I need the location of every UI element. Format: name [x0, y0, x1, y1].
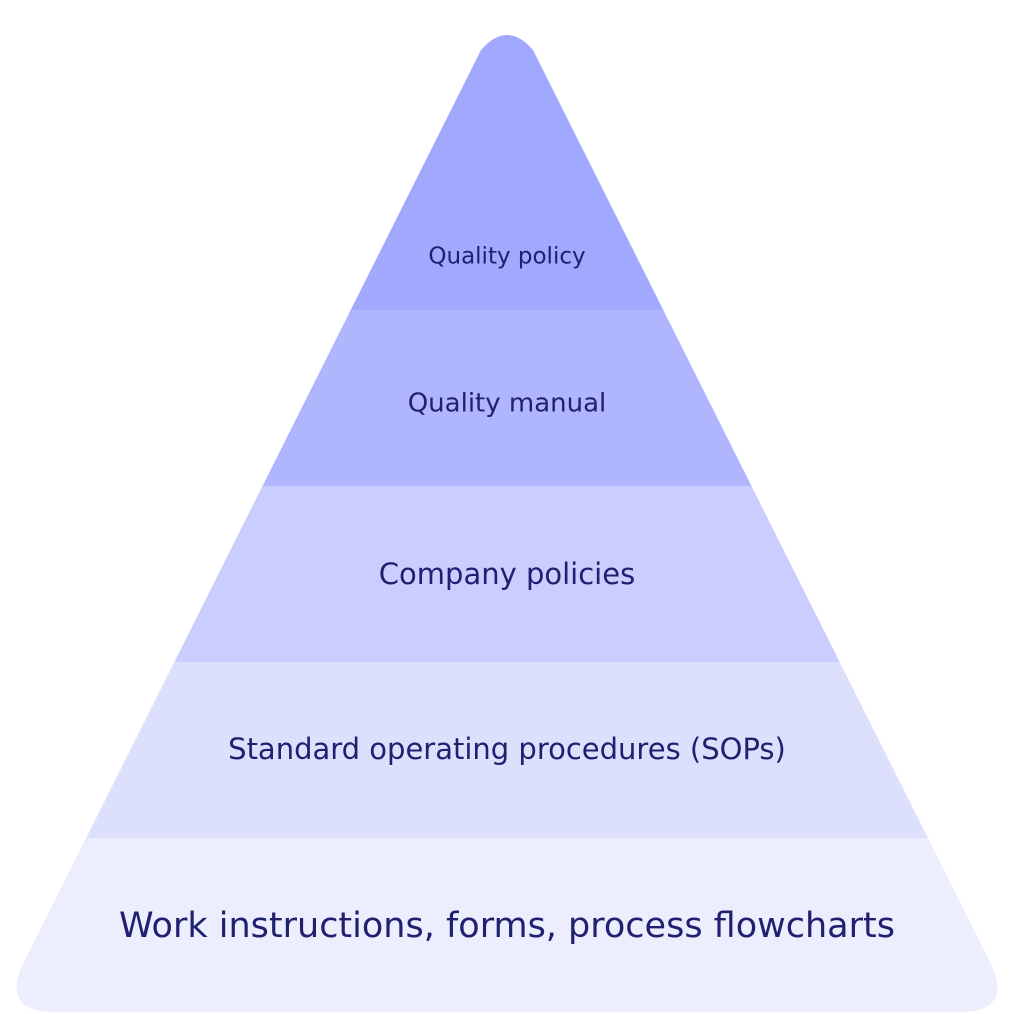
tier-sops: [16, 662, 998, 839]
tier-work-instructions: [16, 838, 998, 1012]
tier-label-company-policies: Company policies: [379, 557, 635, 591]
tier-label-sops: Standard operating procedures (SOPs): [228, 732, 786, 766]
tier-label-quality-policy: Quality policy: [428, 244, 585, 270]
tier-label-quality-manual: Quality manual: [408, 389, 607, 419]
tier-label-work-instructions: Work instructions, forms, process flowch…: [119, 906, 895, 946]
